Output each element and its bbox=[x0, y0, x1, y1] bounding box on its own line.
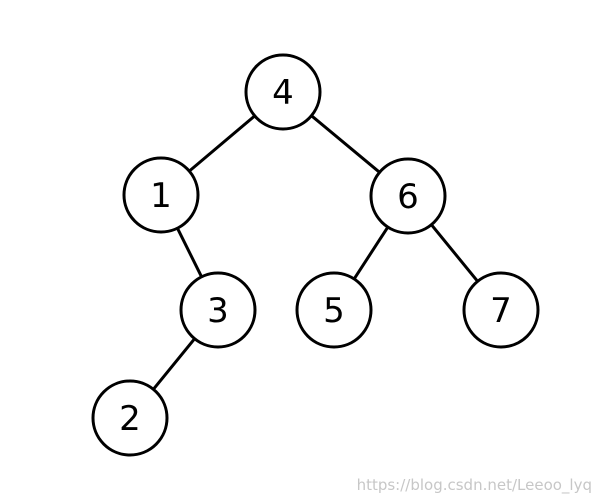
node-circle bbox=[179, 271, 257, 349]
watermark-text: https://blog.csdn.net/Leeoo_lyq bbox=[356, 476, 592, 494]
node-circle bbox=[295, 271, 373, 349]
tree-node-7: 7 bbox=[462, 271, 540, 349]
edge-n4-n6 bbox=[309, 114, 382, 174]
node-circle bbox=[369, 157, 447, 235]
edge-n3-n2 bbox=[151, 337, 197, 391]
node-circle bbox=[122, 156, 200, 234]
tree-node-3: 3 bbox=[179, 271, 257, 349]
node-label: 3 bbox=[207, 291, 229, 331]
edge-n6-n7 bbox=[429, 223, 480, 283]
tree-nodes: 4 1 6 3 5 7 2 bbox=[91, 53, 540, 457]
tree-node-5: 5 bbox=[295, 271, 373, 349]
node-label: 2 bbox=[119, 399, 141, 439]
node-label: 7 bbox=[490, 291, 512, 331]
tree-node-6: 6 bbox=[369, 157, 447, 235]
node-circle bbox=[462, 271, 540, 349]
node-circle bbox=[91, 379, 169, 457]
node-label: 1 bbox=[150, 176, 172, 216]
tree-node-1: 1 bbox=[122, 156, 200, 234]
edge-n4-n1 bbox=[187, 114, 257, 173]
node-circle bbox=[244, 53, 322, 131]
edge-n6-n5 bbox=[352, 225, 390, 281]
node-label: 5 bbox=[323, 291, 345, 331]
node-label: 6 bbox=[397, 177, 419, 217]
tree-node-4: 4 bbox=[244, 53, 322, 131]
tree-edges bbox=[151, 114, 480, 391]
node-label: 4 bbox=[272, 73, 294, 113]
tree-node-2: 2 bbox=[91, 379, 169, 457]
edge-n1-n3 bbox=[175, 226, 204, 279]
